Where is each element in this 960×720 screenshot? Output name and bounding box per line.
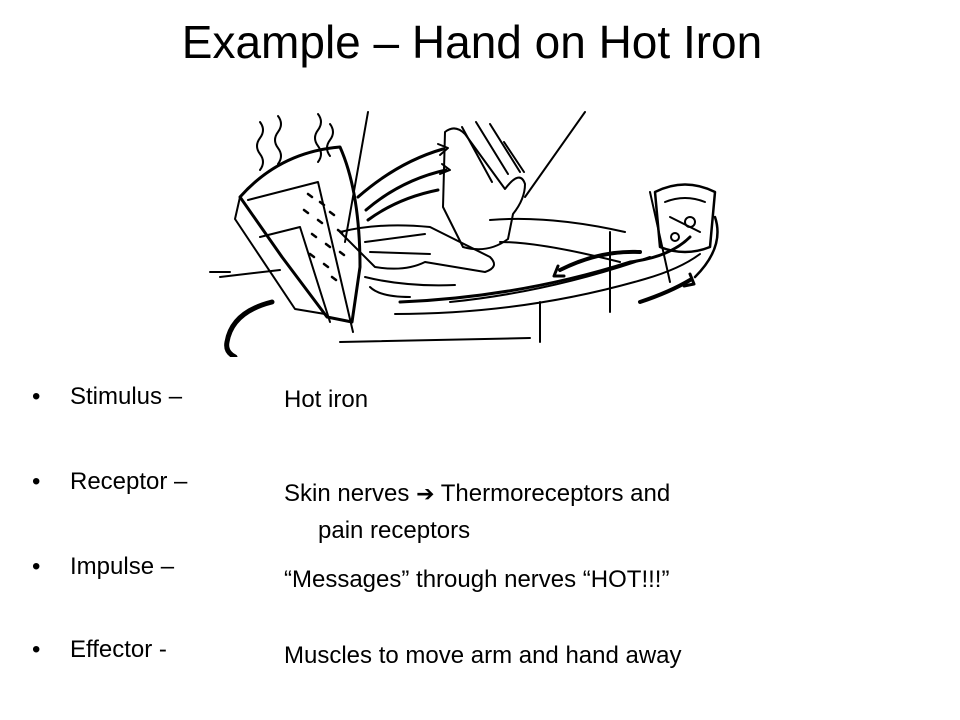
answer-receptor-line2: pain receptors [284, 515, 470, 547]
list-item-stimulus: • Stimulus – [32, 382, 182, 412]
term-label: Receptor – [70, 468, 188, 495]
answer-stimulus: Hot iron [284, 386, 369, 413]
term-label: Impulse – [70, 553, 175, 580]
list-item-impulse: • Impulse – [32, 552, 174, 582]
slide-title: Example – Hand on Hot Iron [181, 16, 763, 68]
answer-receptor-text-a: Skin nerves [284, 480, 417, 507]
answer-effector: Muscles to move arm and hand away [284, 642, 682, 669]
bullet-dot: • [32, 468, 41, 495]
answer-receptor-text-c: pain receptors [318, 517, 471, 544]
right-arrow-icon: ➔ [416, 482, 435, 507]
hand-on-hot-iron-illustration [209, 111, 719, 357]
list-item-effector: • Effector - [32, 635, 167, 665]
bullet-dot: • [32, 383, 41, 410]
answer-impulse: “Messages” through nerves “HOT!!!” [284, 566, 670, 593]
answer-receptor: Skin nerves ➔ Thermoreceptors and [284, 478, 670, 511]
term-label: Effector - [70, 636, 167, 663]
term-label: Stimulus – [70, 383, 183, 410]
list-item-receptor: • Receptor – [32, 467, 187, 497]
bullet-dot: • [32, 636, 41, 663]
answer-receptor-text-b: Thermoreceptors and [434, 480, 671, 507]
bullet-dot: • [32, 553, 41, 580]
